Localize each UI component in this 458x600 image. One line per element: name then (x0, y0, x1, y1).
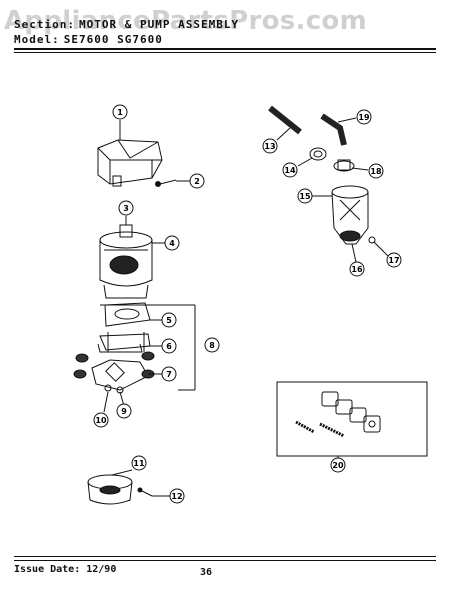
callout-13: 13 (262, 138, 278, 154)
callout-7: 7 (161, 366, 177, 382)
callout-label-16: 16 (351, 265, 363, 274)
callout-leaders (103, 117, 389, 497)
clamp-drawing (309, 147, 327, 161)
model-key: Model: (14, 33, 60, 46)
cover-screw-drawing (155, 179, 177, 187)
callout-17: 17 (386, 252, 402, 268)
callout-6: 6 (161, 338, 177, 354)
callout-label-4: 4 (169, 239, 175, 248)
callout-label-3: 3 (123, 204, 129, 213)
motor-drawing (99, 231, 153, 299)
section-value: MOTOR & PUMP ASSEMBLY (78, 18, 240, 31)
callout-12: 12 (169, 488, 185, 504)
callout-15: 15 (297, 188, 313, 204)
footer-rule-1 (14, 556, 436, 557)
callout-11: 11 (131, 455, 147, 471)
callout-8: 8 (204, 337, 220, 353)
callout-5: 5 (161, 312, 177, 328)
callout-14: 14 (282, 162, 298, 178)
model-heading: Model:SE7600 SG7600 (14, 33, 163, 46)
callout-label-11: 11 (133, 459, 145, 468)
callout-label-1: 1 (117, 108, 123, 117)
callout-9: 9 (116, 403, 132, 419)
watermark-text: AppliancePartsPros.com (4, 6, 367, 36)
callout-label-5: 5 (166, 316, 172, 325)
callout-label-7: 7 (166, 370, 172, 379)
callout-label-10: 10 (95, 416, 107, 425)
callout-18: 18 (368, 163, 384, 179)
page-number: 36 (200, 567, 213, 578)
callout-label-13: 13 (264, 142, 275, 151)
callout-label-12: 12 (171, 492, 182, 501)
hoses-drawing (268, 105, 347, 146)
callout-10: 10 (93, 412, 109, 428)
callout-4: 4 (164, 235, 180, 251)
callout-label-20: 20 (332, 461, 344, 470)
callout-label-2: 2 (194, 177, 200, 186)
header-rule-thin (14, 52, 436, 53)
callout-label-8: 8 (209, 341, 215, 350)
issue-date: Issue Date: 12/90 (14, 564, 117, 575)
footer-rule-2 (14, 560, 436, 561)
callout-label-19: 19 (358, 113, 370, 122)
coupler-drawing (333, 159, 355, 172)
seal-kit-box (276, 381, 428, 457)
callout-16: 16 (349, 261, 365, 277)
callout-1: 1 (112, 104, 128, 120)
drain-screw-drawing (137, 487, 153, 497)
callout-label-14: 14 (284, 166, 296, 175)
section-heading: Section:MOTOR & PUMP ASSEMBLY (14, 18, 239, 31)
motor-cover-drawing (97, 139, 163, 187)
callout-20: 20 (330, 457, 346, 473)
pump-base-assembly-drawing (73, 302, 196, 394)
filter-housing-drawing (331, 185, 376, 245)
callout-19: 19 (356, 109, 372, 125)
callout-2: 2 (189, 173, 205, 189)
callout-label-9: 9 (121, 407, 127, 416)
callout-bubbles: 1 2 3 4 5 6 7 8 9 10 11 12 13 14 15 16 1… (93, 104, 402, 504)
callout-3: 3 (118, 200, 134, 216)
section-key: Section: (14, 18, 75, 31)
coupling-drawing (119, 219, 133, 238)
callout-label-18: 18 (370, 167, 382, 176)
callout-label-17: 17 (388, 256, 399, 265)
header-rule-thick (14, 48, 436, 50)
model-value: SE7600 SG7600 (63, 33, 163, 46)
drain-motor-drawing (87, 474, 133, 505)
callout-label-6: 6 (166, 342, 172, 351)
callout-label-15: 15 (299, 192, 311, 201)
seal-kit-drawing (295, 391, 381, 438)
